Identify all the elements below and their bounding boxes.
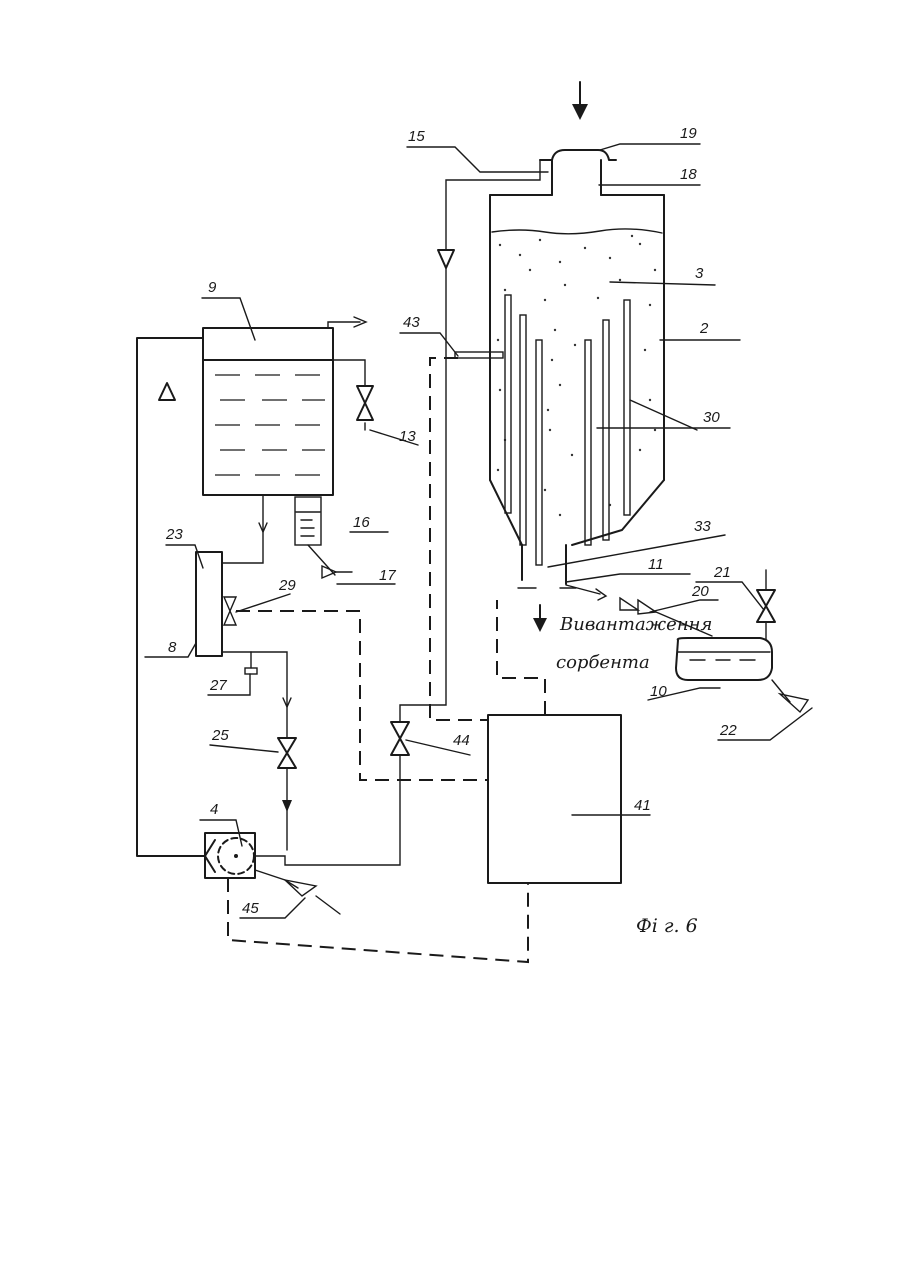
valve-45-icon (255, 870, 340, 914)
unloading-arrow (533, 605, 547, 632)
label-10: 10 (650, 683, 667, 700)
label-23: 23 (165, 526, 183, 543)
label-41: 41 (634, 797, 651, 814)
pipe-25-to-pump (282, 768, 292, 850)
tank-to-column-pipe (222, 495, 267, 563)
recirculation-line-8 (137, 338, 205, 856)
reference-numerals: 19 18 3 2 30 15 43 9 13 16 17 23 29 8 27… (165, 125, 737, 917)
label-30: 30 (703, 409, 720, 426)
control-unit-41 (488, 715, 621, 883)
vessel-10 (676, 638, 772, 680)
figure-label: Фі г. 6 (636, 915, 698, 937)
label-43: 43 (403, 314, 420, 331)
heating-elements (505, 295, 630, 565)
leader-lines (145, 144, 812, 918)
label-15: 15 (408, 128, 425, 145)
tank-9 (203, 328, 333, 495)
unloading-caption: Вивантаження сорбента (556, 614, 712, 673)
valve-25-icon (278, 738, 296, 768)
label-9: 9 (208, 279, 217, 296)
valve-22-icon (772, 680, 808, 712)
valve-13-icon (357, 386, 373, 420)
probe-43 (455, 352, 503, 358)
vent-arrow (328, 317, 366, 328)
inlet-arrow (572, 82, 588, 120)
valve-29-icon (224, 597, 236, 625)
label-25: 25 (211, 727, 229, 744)
label-8: 8 (168, 639, 177, 656)
outlet-line-11 (566, 585, 606, 600)
label-4: 4 (210, 801, 218, 818)
label-13: 13 (399, 428, 416, 445)
label-21: 21 (713, 564, 731, 581)
label-18: 18 (680, 166, 697, 183)
label-44: 44 (453, 732, 470, 749)
pump-4 (205, 833, 255, 878)
sorbent-bed (497, 235, 656, 516)
label-20: 20 (691, 583, 709, 600)
valve-44-icon (391, 722, 409, 755)
label-19: 19 (680, 125, 697, 142)
label-3: 3 (695, 265, 704, 282)
vessel-16 (295, 497, 335, 575)
label-33: 33 (694, 518, 711, 535)
label-29: 29 (278, 577, 296, 594)
label-17: 17 (379, 567, 396, 584)
label-11: 11 (648, 556, 664, 573)
reactor-vessel (490, 150, 664, 588)
label-45: 45 (242, 900, 259, 917)
caption-line-1: Вивантаження (559, 614, 712, 635)
caption-line-2: сорбента (556, 652, 650, 673)
valve-17-icon (322, 566, 352, 578)
column-23 (196, 552, 222, 656)
signal-lines (228, 358, 545, 962)
label-2: 2 (699, 320, 709, 337)
label-27: 27 (209, 677, 227, 694)
label-16: 16 (353, 514, 370, 531)
label-22: 22 (719, 722, 737, 739)
